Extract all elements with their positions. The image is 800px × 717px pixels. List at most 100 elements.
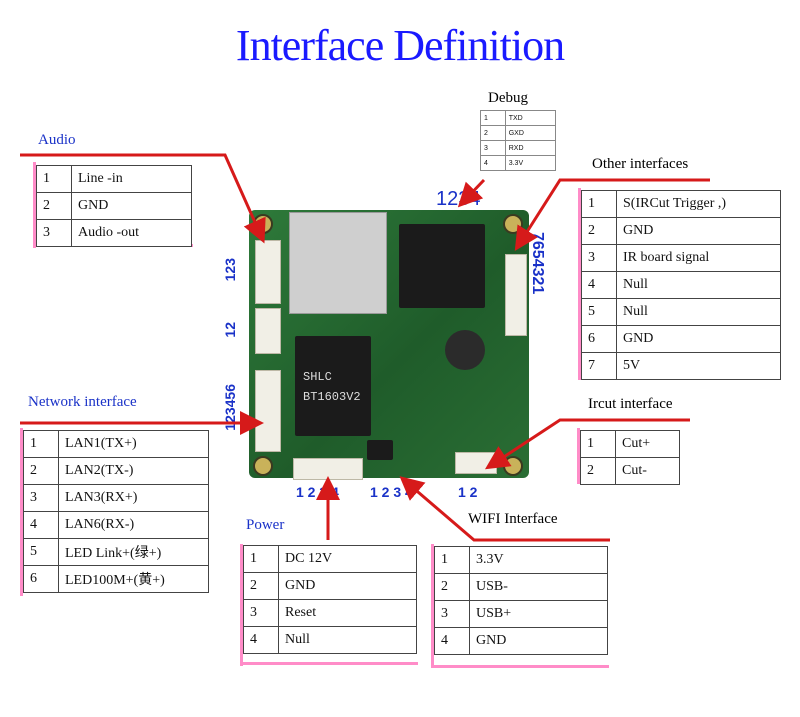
pin-function: LAN3(RX+) — [58, 484, 209, 512]
pin-function: Cut- — [615, 457, 680, 485]
pin-function: LAN2(TX-) — [58, 457, 209, 485]
pin-function: Null — [616, 298, 781, 326]
pin-number: 3 — [480, 140, 506, 156]
pin-function: IR board signal — [616, 244, 781, 272]
ircut-left-connector — [255, 308, 281, 354]
ircut-arrow — [484, 418, 690, 470]
pin-number: 6 — [23, 565, 59, 593]
network-section-label: Network interface — [28, 394, 137, 410]
table-accent — [431, 665, 609, 668]
table-accent — [577, 428, 580, 484]
pin-number: 1 — [581, 190, 617, 218]
pin-number: 6 — [581, 325, 617, 353]
pin-number: 5 — [23, 538, 59, 566]
pin-function: TXD — [504, 110, 557, 126]
pin-number: 2 — [480, 125, 506, 141]
pin-number: 4 — [581, 271, 617, 299]
pin-number: 1 — [23, 430, 59, 458]
pin-number: 1 — [243, 545, 279, 573]
other-interfaces-connector — [505, 254, 527, 336]
pin-function: USB- — [469, 573, 608, 601]
pin-number: 3 — [36, 219, 72, 247]
pin-function: LAN1(TX+) — [58, 430, 209, 458]
pin-function: GND — [616, 217, 781, 245]
network-transformer-chip — [295, 336, 371, 436]
pin-function: DC 12V — [278, 545, 417, 573]
chip-label-line1: SHLC — [303, 370, 332, 384]
pin-number: 2 — [23, 457, 59, 485]
pin-function: Null — [616, 271, 781, 299]
pin-number: 3 — [243, 599, 279, 627]
pin-function: GND — [71, 192, 192, 220]
pin-number: 2 — [243, 572, 279, 600]
pin-function: Null — [278, 626, 417, 654]
table-accent — [240, 544, 243, 666]
page-title: Interface Definition — [235, 21, 565, 70]
pin-function: GXD — [504, 125, 557, 141]
pin-number: 1 — [36, 165, 72, 193]
pin-number: 2 — [36, 192, 72, 220]
debug-section-label: Debug — [488, 90, 528, 106]
pin-number: 2 — [581, 217, 617, 245]
pin-number: 5 — [581, 298, 617, 326]
table-accent — [431, 544, 434, 668]
pin-number: 7 — [581, 352, 617, 380]
camera-board-image: SHLC BT1603V2 — [249, 210, 529, 480]
pin-number: 3 — [23, 484, 59, 512]
pin-number: 4 — [23, 511, 59, 539]
pin-function: USB+ — [469, 600, 608, 628]
pin-function: Line -in — [71, 165, 192, 193]
pin-number: 4 — [243, 626, 279, 654]
audio-arrow — [20, 153, 266, 244]
table-accent — [240, 662, 418, 665]
table-accent — [20, 428, 23, 596]
ircut-section-label: Ircut interface — [588, 396, 673, 412]
pin-function: Reset — [278, 599, 417, 627]
sd-card-slot — [289, 212, 387, 314]
ircut-pin-label: 1 2 — [458, 484, 478, 500]
pin-function: LED Link+(绿+) — [58, 538, 209, 566]
pin-function: LAN6(RX-) — [58, 511, 209, 539]
table-accent — [578, 188, 581, 380]
pin-number: 1 — [580, 430, 616, 458]
pin-function: 3.3V — [504, 155, 557, 171]
audio-connector — [255, 240, 281, 304]
pin-function: 3.3V — [469, 546, 608, 574]
power-section-label: Power — [246, 517, 285, 533]
audio-section-label: Audio — [38, 132, 76, 148]
pin-number: 4 — [480, 155, 506, 171]
pin-function: RXD — [504, 140, 557, 156]
